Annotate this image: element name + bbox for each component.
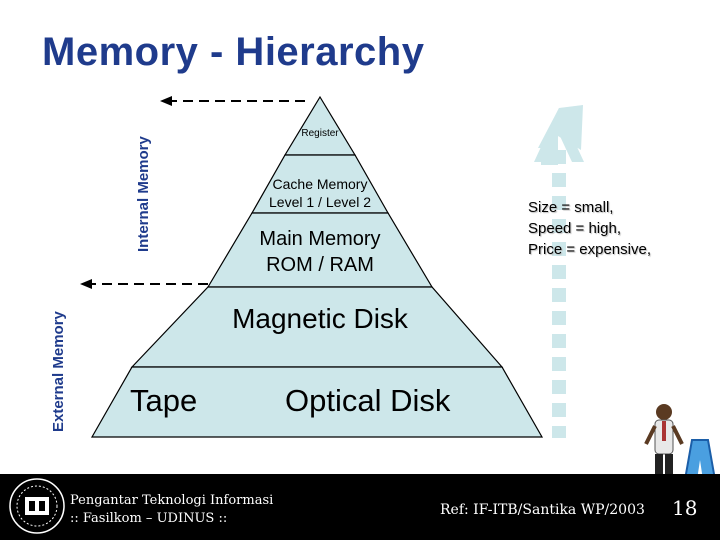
magnetic-disk-label: Magnetic Disk — [232, 303, 408, 334]
external-memory-label: External Memory — [50, 311, 67, 432]
main-memory-label: Main Memory ROM / RAM — [220, 226, 420, 278]
cache-memory-label: Cache Memory Level 1 / Level 2 — [240, 175, 400, 211]
cache-line-1: Cache Memory — [272, 176, 368, 192]
slide-title: Memory - Hierarchy — [42, 30, 425, 74]
footer-course: Pengantar Teknologi Informasi — [70, 493, 274, 508]
note-size: Size = small, — [528, 199, 614, 216]
tape-label: Tape — [130, 383, 198, 418]
pyramid-tier-bottom — [90, 366, 544, 438]
cache-line-2: Level 1 / Level 2 — [269, 194, 371, 210]
characteristics-note: Size = small, Speed = high, Price = expe… — [528, 197, 698, 260]
main-line-2: ROM / RAM — [266, 254, 374, 276]
optical-disk-label: Optical Disk — [285, 383, 451, 418]
university-seal-icon — [9, 478, 65, 534]
external-memory-arrow — [80, 279, 208, 289]
internal-memory-arrow — [160, 96, 305, 106]
internal-memory-label: Internal Memory — [135, 136, 152, 252]
note-price: Price = expensive, — [528, 241, 651, 258]
pyramid — [90, 95, 544, 438]
footer-reference: Ref: IF-ITB/Santika WP/2003 — [440, 502, 645, 518]
main-line-1: Main Memory — [259, 228, 381, 250]
register-label: Register — [301, 128, 339, 139]
note-speed: Speed = high, — [528, 220, 621, 237]
footer-bar: Pengantar Teknologi Informasi :: Fasilko… — [0, 474, 720, 540]
footer-faculty: :: Fasilkom – UDINUS :: — [70, 511, 228, 526]
pyramid-tier-register — [283, 95, 357, 156]
page-number: 18 — [672, 496, 698, 520]
upward-arrow — [534, 105, 584, 438]
